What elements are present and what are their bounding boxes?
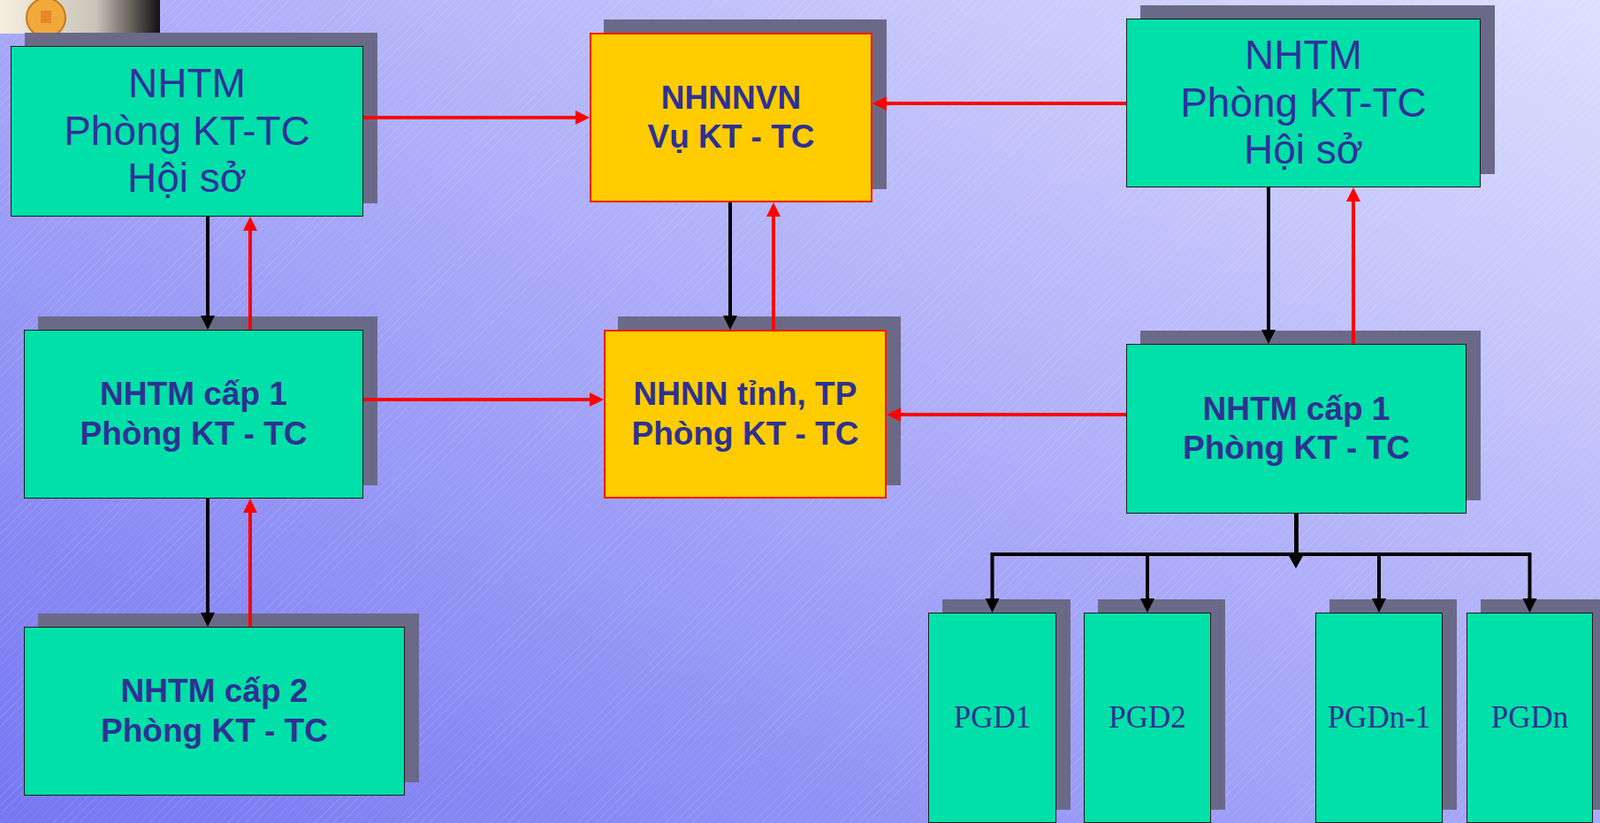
connector-arrow: [723, 202, 738, 330]
connector-line: [728, 202, 732, 320]
connector-arrow: [1296, 513, 1538, 613]
connector-arrow: [200, 216, 215, 330]
box-label: PGDn: [1491, 699, 1570, 737]
box-label: NHTM cấp 2 Phòng KT - TC: [100, 671, 328, 751]
text-line: NHTM: [1180, 31, 1427, 80]
connector-line: [205, 498, 210, 617]
branch-box: NHTM cấp 2 Phòng KT - TC: [23, 626, 405, 796]
box-label: NHTM Phòng KT-TC Hội sở: [63, 60, 311, 203]
box-label: PGD2: [1108, 699, 1187, 737]
lamp-icon: [26, 0, 66, 38]
text-line: NHTM cấp 1: [80, 374, 308, 414]
arrowhead: [1371, 598, 1387, 613]
bus-arrowhead: [1287, 554, 1304, 569]
connector-line: [883, 101, 1127, 106]
box-label: PGD1: [953, 699, 1032, 737]
text-line: Vụ KT - TC: [647, 117, 815, 157]
connector-line: [1147, 513, 1297, 602]
arrowhead: [872, 96, 887, 111]
connector-line: [1266, 187, 1271, 334]
arrowhead: [985, 598, 1000, 613]
text-line: NHNN tỉnh, TP: [632, 374, 860, 414]
connector-arrow: [1261, 187, 1276, 344]
connector-line: [248, 227, 252, 330]
connector-line: [897, 412, 1127, 417]
transaction-office-box: PGD1: [928, 612, 1057, 823]
branch-box: NHTM cấp 1 Phòng KT - TC: [1126, 343, 1467, 514]
lamp-icon: [40, 10, 52, 23]
arrowhead: [243, 498, 258, 513]
connector-arrow: [243, 498, 258, 627]
lamp-icon-ground: [0, 0, 160, 34]
text-line: NHTM cấp 2: [100, 671, 328, 711]
connector-line: [248, 509, 252, 627]
transaction-office-box: PGDn-1: [1315, 612, 1443, 823]
connector-line: [1296, 513, 1531, 602]
text-line: Hội sở: [63, 154, 311, 203]
connector-line: [771, 213, 776, 330]
transaction-office-box: PGDn: [1466, 612, 1593, 823]
text-line: Phòng KT - TC: [100, 711, 328, 751]
connector-arrow: [1346, 187, 1361, 344]
connector-arrow: [1296, 513, 1387, 613]
connector-line: [1296, 513, 1380, 602]
connector-arrow: [872, 96, 1127, 111]
arrowhead: [589, 392, 604, 407]
connector-arrow: [886, 407, 1127, 422]
connector-arrow: [363, 392, 604, 407]
head-office-box: NHTM Phòng KT-TC Hội sở: [1126, 18, 1481, 188]
box-label: NHNN tỉnh, TP Phòng KT - TC: [632, 374, 860, 454]
connector-line: [992, 513, 1297, 602]
arrowhead: [766, 202, 781, 217]
text-line: NHTM cấp 1: [1182, 389, 1410, 429]
connector-line: [1351, 198, 1356, 344]
text-line: Phòng KT - TC: [80, 414, 308, 454]
branch-box: NHTM cấp 1 Phòng KT - TC: [23, 329, 364, 499]
arrowhead: [243, 216, 258, 231]
text-line: NHNNVN: [647, 78, 815, 118]
arrowhead: [723, 315, 738, 330]
arrowhead: [886, 407, 901, 422]
text-line: Phòng KT - TC: [1182, 428, 1410, 468]
state-bank-box: NHNNVN Vụ KT - TC: [589, 32, 873, 203]
text-line: Phòng KT - TC: [632, 414, 860, 454]
arrowhead: [1261, 329, 1276, 344]
state-bank-box: NHNN tỉnh, TP Phòng KT - TC: [603, 329, 887, 499]
connector-arrow: [766, 202, 781, 330]
box-label: NHNNVN Vụ KT - TC: [647, 78, 815, 158]
box-label: NHTM Phòng KT-TC Hội sở: [1180, 31, 1427, 175]
connector-arrow: [200, 498, 215, 627]
box-label: NHTM cấp 1 Phòng KT - TC: [80, 374, 308, 454]
connector-line: [363, 397, 594, 402]
connector-arrow: [363, 110, 590, 125]
arrowhead: [1523, 598, 1538, 613]
text-line: Phòng KT-TC: [63, 107, 311, 156]
arrowhead: [1140, 598, 1155, 613]
arrowhead: [575, 110, 590, 125]
head-office-box: NHTM Phòng KT-TC Hội sở: [10, 45, 364, 217]
box-label: PGDn-1: [1327, 699, 1432, 737]
arrowhead: [1346, 187, 1361, 202]
connector-arrow: [985, 513, 1297, 613]
connector-line: [205, 216, 210, 320]
arrowhead: [200, 612, 215, 627]
text-line: NHTM: [63, 60, 311, 108]
text-line: Phòng KT-TC: [1180, 79, 1427, 128]
transaction-office-box: PGD2: [1083, 612, 1212, 823]
connector-arrow: [1140, 513, 1297, 613]
connector-arrow: [243, 216, 258, 330]
connector-line: [363, 115, 580, 120]
text-line: Hội sở: [1180, 126, 1427, 175]
arrowhead: [200, 315, 215, 330]
box-label: NHTM cấp 1 Phòng KT - TC: [1182, 389, 1410, 469]
